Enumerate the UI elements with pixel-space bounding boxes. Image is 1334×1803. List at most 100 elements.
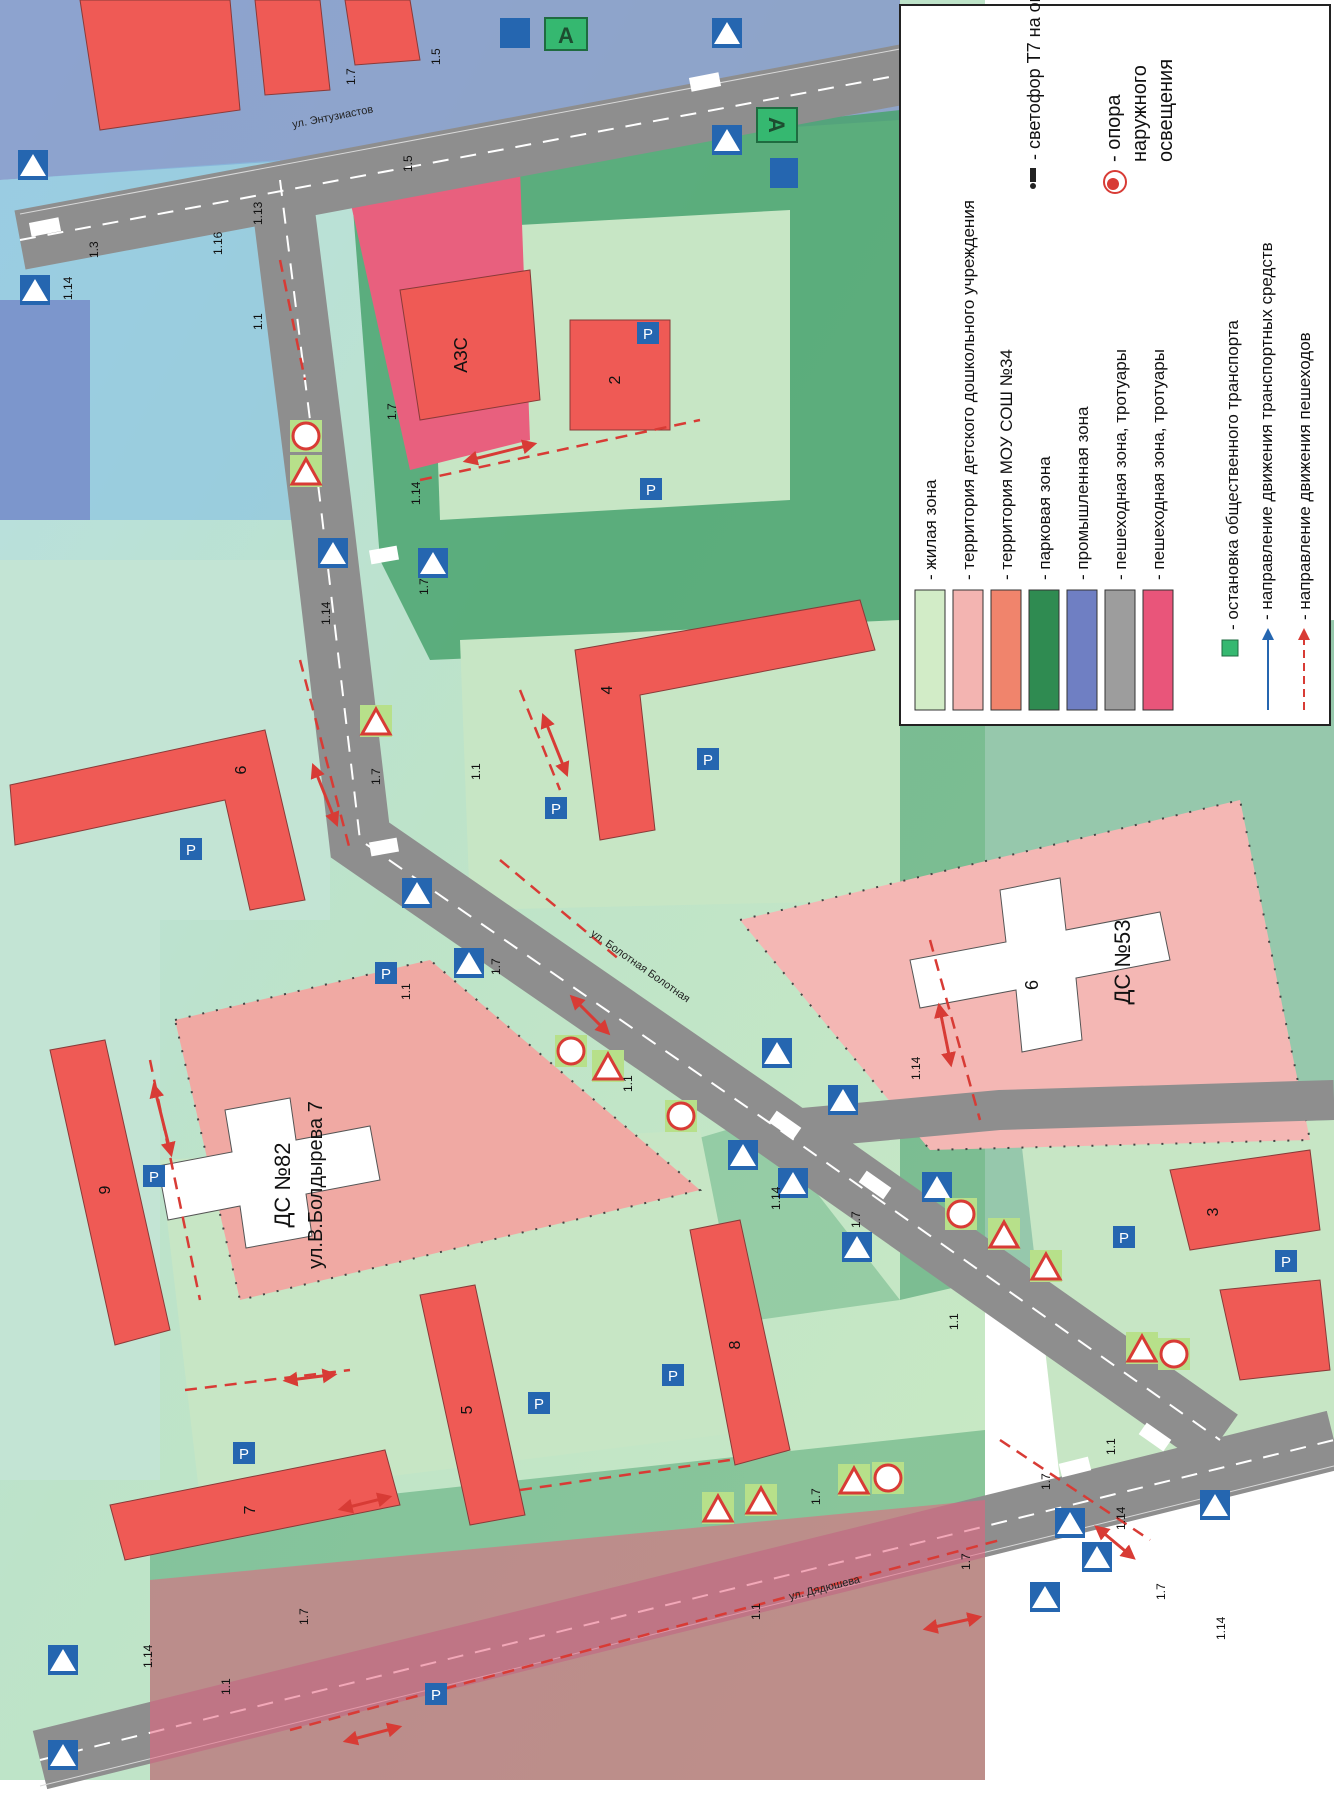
legend-traffic-row: - направление движения транспортных сред… [1257,242,1276,710]
road-marking-label: 1.7 [344,68,358,85]
svg-text:P: P [149,1169,159,1186]
bus-stops: A A [500,17,798,188]
legend-light-pole-line3: освещения [1155,59,1177,162]
pedestrian-crossing-sign-icon [402,878,432,908]
legend-swatch [1104,589,1136,711]
building-north-3 [344,0,421,66]
svg-text:P: P [239,1446,249,1463]
building-label-3: 3 [1205,1207,1222,1216]
legend-swatch [952,589,984,711]
parking-marker: P [233,1442,255,1464]
road-marking-label: 1.14 [319,601,333,625]
legend-bus-stop-row: - остановка общественного транспорта [1221,320,1242,657]
road-marking-label: 1.7 [489,958,503,975]
pedestrian-crossing-sign-icon [318,538,348,568]
road-marking-label: 1.16 [211,231,225,255]
speed-limit-sign-icon [665,1100,697,1132]
parking-marker: P [1275,1250,1297,1272]
pink-zone-south [150,1500,985,1780]
pedestrian-crossing-sign-icon [712,18,742,48]
legend-swatches: - жилая зона- территория детского дошкол… [914,200,1174,711]
road-marking-label: 1.7 [297,1608,311,1625]
bus-stop-marker: A [756,107,798,143]
parking-markers: P P P P P P P P P P P P P [143,322,1297,1705]
speed-limit-sign-icon [1158,1338,1190,1370]
pedestrian-crossing-sign-icon [922,1172,952,1202]
pedestrian-crossing-sign-icon [1200,1490,1230,1520]
buildings [9,0,1331,1780]
legend-item-label: - пешеходная зона, тротуары [1149,349,1168,580]
building-label-7: 7 [242,1505,259,1514]
road-marking-label: 1.7 [849,1211,863,1228]
legend-swatch [1028,589,1060,711]
residential-block-4 [460,620,900,910]
pedestrian-crossing-sign-icon [18,150,48,180]
legend-item-label: - территория МОУ СОШ №34 [997,349,1016,580]
road-marking-label: 1.1 [621,1075,635,1092]
svg-text:P: P [703,752,713,769]
speed-limit-sign-icon [945,1198,977,1230]
building-north-2 [254,0,331,96]
parking-marker: P [662,1364,684,1386]
traffic-light-icon [1030,168,1036,182]
building-label-azs: АЗС [451,337,471,372]
svg-text:P: P [1119,1230,1129,1247]
building-9 [49,1039,171,1346]
legend-bus-stop-icon [1221,639,1239,657]
parking-marker: P [640,478,662,500]
speed-limit-sign-icon [290,420,322,452]
road-marking-label: 1.7 [809,1488,823,1505]
legend-item-label: - парковая зона [1035,456,1054,580]
parking-marker: P [545,797,567,819]
legend-item-label: - жилая зона [921,479,940,580]
road-marking-label: 1.1 [251,313,265,330]
children-warning-sign-icon [987,1218,1021,1250]
building-3b [1219,1279,1331,1381]
road-marking-label: 1.7 [1154,1583,1168,1600]
road-marking-label: 1.14 [61,276,75,300]
pedestrian-crossing-sign-icon [842,1232,872,1262]
legend-light-pole-line1: - опора [1103,94,1125,162]
pedestrian-crossing-sign-icon [712,125,742,155]
road-marking-label: 1.14 [909,1056,923,1080]
road-marking-label: 1.1 [469,763,483,780]
warning-signs [289,420,1190,1524]
road-marking-label: 1.1 [219,1678,233,1695]
road-marking-label: 1.3 [87,241,101,258]
legend-swatch [1142,589,1174,711]
svg-text:P: P [186,842,196,859]
children-warning-sign-icon [701,1492,735,1524]
legend-ped-row: - направление движения пешеходов [1295,332,1314,710]
pedestrian-crossing-sign-icon [778,1168,808,1198]
svg-text:A: A [558,23,574,48]
road-marking-label: 1.7 [369,768,383,785]
bus-stop-sign-icon [770,158,798,188]
legend-traffic-light: - светофор Т7 на опоре [1024,0,1044,189]
pedestrian-arrows [149,439,1136,1746]
children-warning-sign-icon [837,1464,871,1496]
parking-marker: P [180,838,202,860]
legend-light-pole: - опора наружного освещения [1103,59,1177,194]
building-5 [419,1284,526,1526]
pedestrian-crossing-sign-icon [454,948,484,978]
pedestrian-crossing-sign-icon [20,275,50,305]
road-marking-label: 1.1 [399,983,413,1000]
legend: - жилая зона- территория детского дошкол… [899,0,1331,726]
road-marking-label: 1.7 [1039,1473,1053,1490]
legend-bus-stop-text: - остановка общественного транспорта [1223,320,1242,630]
parking-marker: P [1113,1226,1135,1248]
speed-limit-sign-icon [872,1462,904,1494]
road-marking-label: 1.14 [141,1644,155,1668]
building-6 [9,729,306,911]
crosswalks [28,72,1172,1478]
svg-text:A: A [764,117,789,133]
pedestrian-crossing-sign-icon [48,1645,78,1675]
road-marking-label: 1.1 [1104,1438,1118,1455]
children-warning-sign-icon [359,705,393,737]
parking-marker: P [425,1683,447,1705]
building-3a [1169,1149,1321,1251]
building-8 [689,1219,791,1466]
bus-stop-marker: A [544,17,588,51]
